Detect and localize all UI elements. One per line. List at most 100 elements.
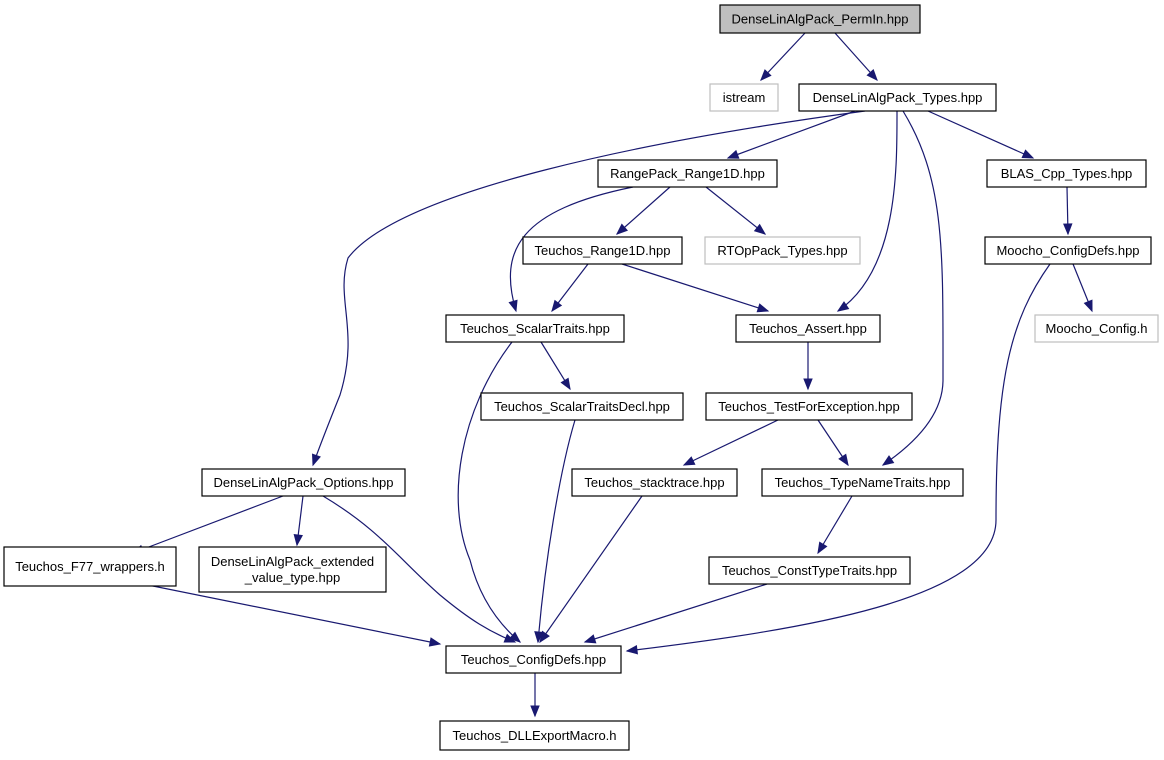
arrow-head [838, 453, 849, 467]
arrow-head [1083, 299, 1093, 313]
node-label: Teuchos_TypeNameTraits.hpp [775, 475, 951, 490]
arrow-head [551, 299, 563, 313]
node-options[interactable]: DenseLinAlgPack_Options.hpp [201, 468, 406, 497]
edge-types-to-blas [927, 110, 1035, 159]
node-box[interactable] [735, 314, 881, 343]
node-label: BLAS_Cpp_Types.hpp [1001, 166, 1133, 181]
node-box[interactable] [522, 236, 683, 265]
node-label: Teuchos_F77_wrappers.h [15, 559, 165, 574]
node-label: DenseLinAlgPack_extended [211, 554, 374, 569]
arrow-head [836, 301, 850, 312]
node-label: Moocho_ConfigDefs.hpp [996, 243, 1139, 258]
arrow-head [1021, 149, 1035, 159]
edge-line [760, 32, 806, 81]
edge-permin-to-types [834, 32, 878, 82]
edge-typename-to-consttype [817, 495, 853, 555]
node-f77[interactable]: Teuchos_F77_wrappers.h [3, 546, 177, 587]
node-blas[interactable]: BLAS_Cpp_Types.hpp [986, 159, 1147, 188]
node-label: Teuchos_Assert.hpp [749, 321, 867, 336]
edge-testforexc-to-typename [817, 419, 849, 467]
node-label: DenseLinAlgPack_Options.hpp [214, 475, 394, 490]
node-box[interactable] [984, 236, 1152, 265]
node-label: Teuchos_Range1D.hpp [535, 243, 671, 258]
node-types[interactable]: DenseLinAlgPack_Types.hpp [798, 83, 997, 112]
arrow-head [508, 631, 522, 643]
arrow-head [311, 453, 321, 467]
edge-line [584, 583, 768, 643]
edge-line [683, 419, 779, 466]
node-assert[interactable]: Teuchos_Assert.hpp [735, 314, 881, 343]
arrow-head [539, 630, 550, 644]
node-box[interactable] [986, 159, 1147, 188]
edge-line [927, 110, 1034, 159]
node-box[interactable] [708, 556, 911, 585]
node-dllexport[interactable]: Teuchos_DLLExportMacro.h [439, 720, 630, 751]
node-box[interactable] [445, 645, 622, 674]
node-consttype[interactable]: Teuchos_ConstTypeTraits.hpp [708, 556, 911, 585]
edge-configdefs-to-dllexport [530, 673, 540, 718]
arrow-head [615, 223, 628, 235]
node-rtop: RTOpPack_Types.hpp [704, 236, 861, 265]
arrow-head [1063, 223, 1073, 236]
arrow-head [625, 645, 638, 655]
edge-range1d-to-scalartraits [508, 186, 634, 313]
node-stdecl[interactable]: Teuchos_ScalarTraitsDecl.hpp [480, 392, 684, 421]
node-range1d[interactable]: RangePack_Range1D.hpp [597, 159, 778, 188]
node-box[interactable] [798, 83, 997, 112]
node-box[interactable] [439, 720, 630, 751]
node-permin[interactable]: DenseLinAlgPack_PermIn.hpp [719, 4, 921, 34]
edge-moochodefs-to-moochoconfig [1072, 263, 1093, 313]
edge-stacktrace-to-configdefs [539, 495, 643, 644]
node-moochodefs[interactable]: Moocho_ConfigDefs.hpp [984, 236, 1152, 265]
node-box[interactable] [198, 546, 387, 593]
node-label: Teuchos_ScalarTraitsDecl.hpp [494, 399, 670, 414]
node-stacktrace[interactable]: Teuchos_stacktrace.hpp [571, 468, 738, 497]
node-testforexc[interactable]: Teuchos_TestForException.hpp [705, 392, 913, 421]
node-label: istream [723, 90, 766, 105]
node-extvt[interactable]: DenseLinAlgPack_extended_value_type.hpp [198, 546, 387, 593]
edge-options-to-f77 [131, 495, 284, 554]
edge-assert-to-testforexc [803, 342, 813, 391]
edge-blas-to-moochodefs [1063, 186, 1073, 236]
node-label: RangePack_Range1D.hpp [610, 166, 765, 181]
edge-scalartraits-to-configdefs [457, 341, 522, 643]
arrow-head [881, 455, 895, 466]
edge-types-to-options [311, 110, 866, 467]
node-scalartraits[interactable]: Teuchos_ScalarTraits.hpp [445, 314, 625, 343]
node-box[interactable] [571, 468, 738, 497]
node-istream: istream [709, 83, 779, 112]
node-box[interactable] [761, 468, 964, 497]
node-label: Teuchos_ConstTypeTraits.hpp [722, 563, 897, 578]
node-box[interactable] [719, 4, 921, 34]
node-label: Teuchos_stacktrace.hpp [584, 475, 724, 490]
arrow-head [682, 456, 696, 466]
node-moochoconfig: Moocho_Config.h [1034, 314, 1159, 343]
edge-scalartraits-to-stdecl [540, 341, 571, 391]
node-box [1034, 314, 1159, 343]
node-label: Moocho_Config.h [1046, 321, 1148, 336]
edge-line [705, 186, 766, 235]
node-box[interactable] [480, 392, 684, 421]
node-trange1d[interactable]: Teuchos_Range1D.hpp [522, 236, 683, 265]
arrow-head [560, 377, 571, 391]
edge-testforexc-to-stacktrace [682, 419, 779, 466]
edge-permin-to-istream [760, 32, 806, 81]
node-box[interactable] [445, 314, 625, 343]
edge-options-to-extvt [293, 495, 304, 547]
arrow-head [583, 634, 597, 644]
node-box[interactable] [705, 392, 913, 421]
node-label: Teuchos_ScalarTraits.hpp [460, 321, 610, 336]
node-label: DenseLinAlgPack_PermIn.hpp [731, 12, 908, 27]
node-label: Teuchos_ConfigDefs.hpp [461, 652, 606, 667]
edge-line [539, 495, 643, 643]
node-box[interactable] [3, 546, 177, 587]
node-box[interactable] [201, 468, 406, 497]
edge-line [322, 495, 516, 643]
node-box[interactable] [597, 159, 778, 188]
node-configdefs[interactable]: Teuchos_ConfigDefs.hpp [445, 645, 622, 674]
edge-moochodefs-to-configdefs [625, 263, 1051, 655]
node-typename[interactable]: Teuchos_TypeNameTraits.hpp [761, 468, 964, 497]
edge-line [882, 110, 944, 466]
